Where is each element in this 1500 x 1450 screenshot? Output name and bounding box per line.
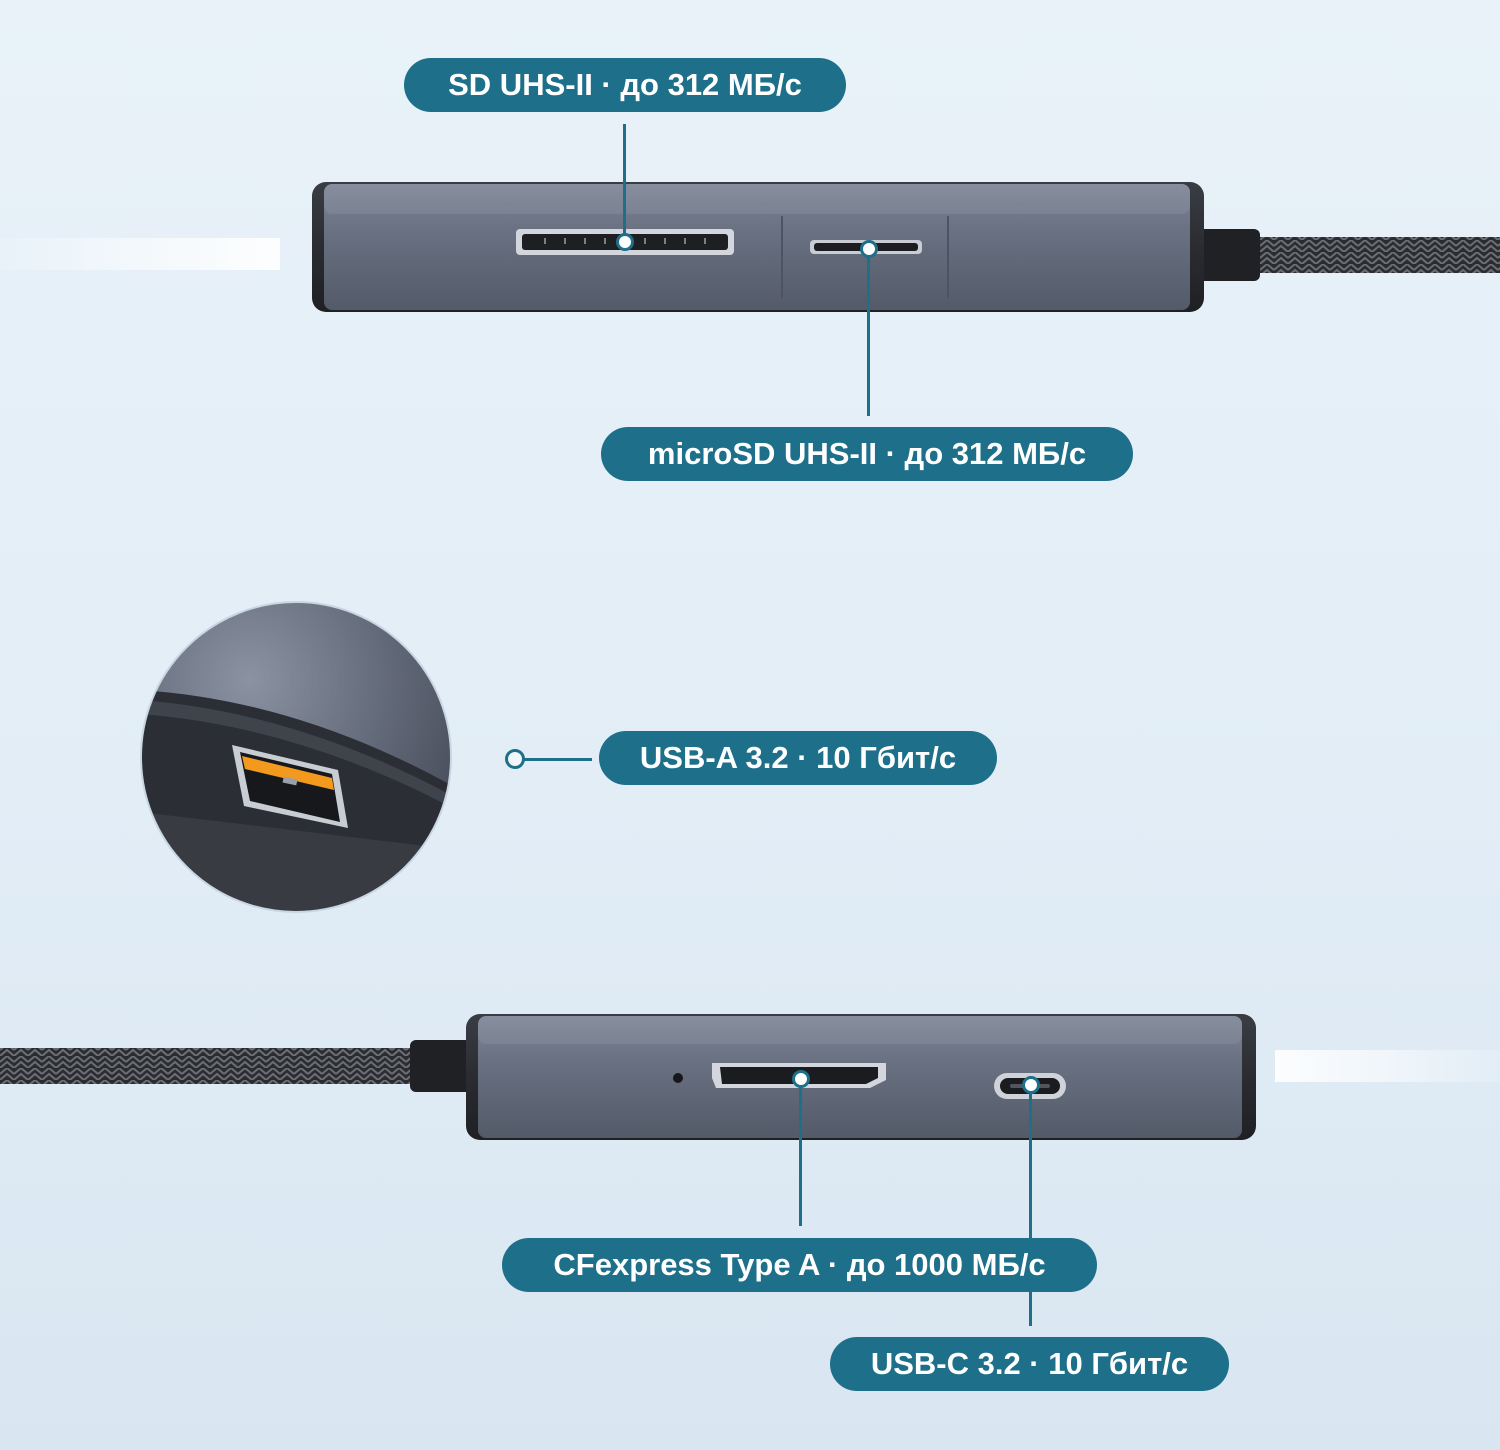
sd-port-label: SD UHS-II · до 312 МБ/с <box>404 58 846 112</box>
hub-bottom-device <box>0 1014 1500 1140</box>
status-led <box>673 1073 683 1083</box>
zoom-inset-border <box>140 601 452 913</box>
bottom-faded-cable <box>1275 1050 1500 1082</box>
bottom-cable-strain-relief <box>410 1040 476 1092</box>
sd-callout-line <box>623 124 626 242</box>
bottom-braided-cable <box>0 1048 420 1084</box>
sd-callout-dot <box>616 233 634 251</box>
cfexpress-callout-dot <box>792 1070 810 1088</box>
top-cable-strain-relief <box>1192 229 1260 281</box>
usb-a-zoom-inset <box>141 602 451 912</box>
top-braided-cable <box>1250 237 1500 273</box>
top-device-body <box>324 184 1190 310</box>
usb-a-port <box>232 745 348 828</box>
hub-top-device <box>0 182 1500 312</box>
microsd-port-label: microSD UHS-II · до 312 МБ/с <box>601 427 1133 481</box>
usb-c-port-label: USB-C 3.2 · 10 Гбит/с <box>830 1337 1229 1391</box>
usb-a-port-label: USB-A 3.2 · 10 Гбит/с <box>599 731 997 785</box>
microsd-callout-line <box>867 250 870 416</box>
usb-a-callout-line <box>520 758 592 761</box>
usb-c-callout-dot <box>1022 1076 1040 1094</box>
usb-a-callout-ring <box>505 749 525 769</box>
microsd-callout-dot <box>860 240 878 258</box>
top-faded-cable <box>0 238 280 270</box>
cfexpress-callout-line <box>799 1078 802 1226</box>
usb-c-callout-line <box>1029 1084 1032 1326</box>
cfexpress-port-label: CFexpress Type A · до 1000 МБ/с <box>502 1238 1097 1292</box>
